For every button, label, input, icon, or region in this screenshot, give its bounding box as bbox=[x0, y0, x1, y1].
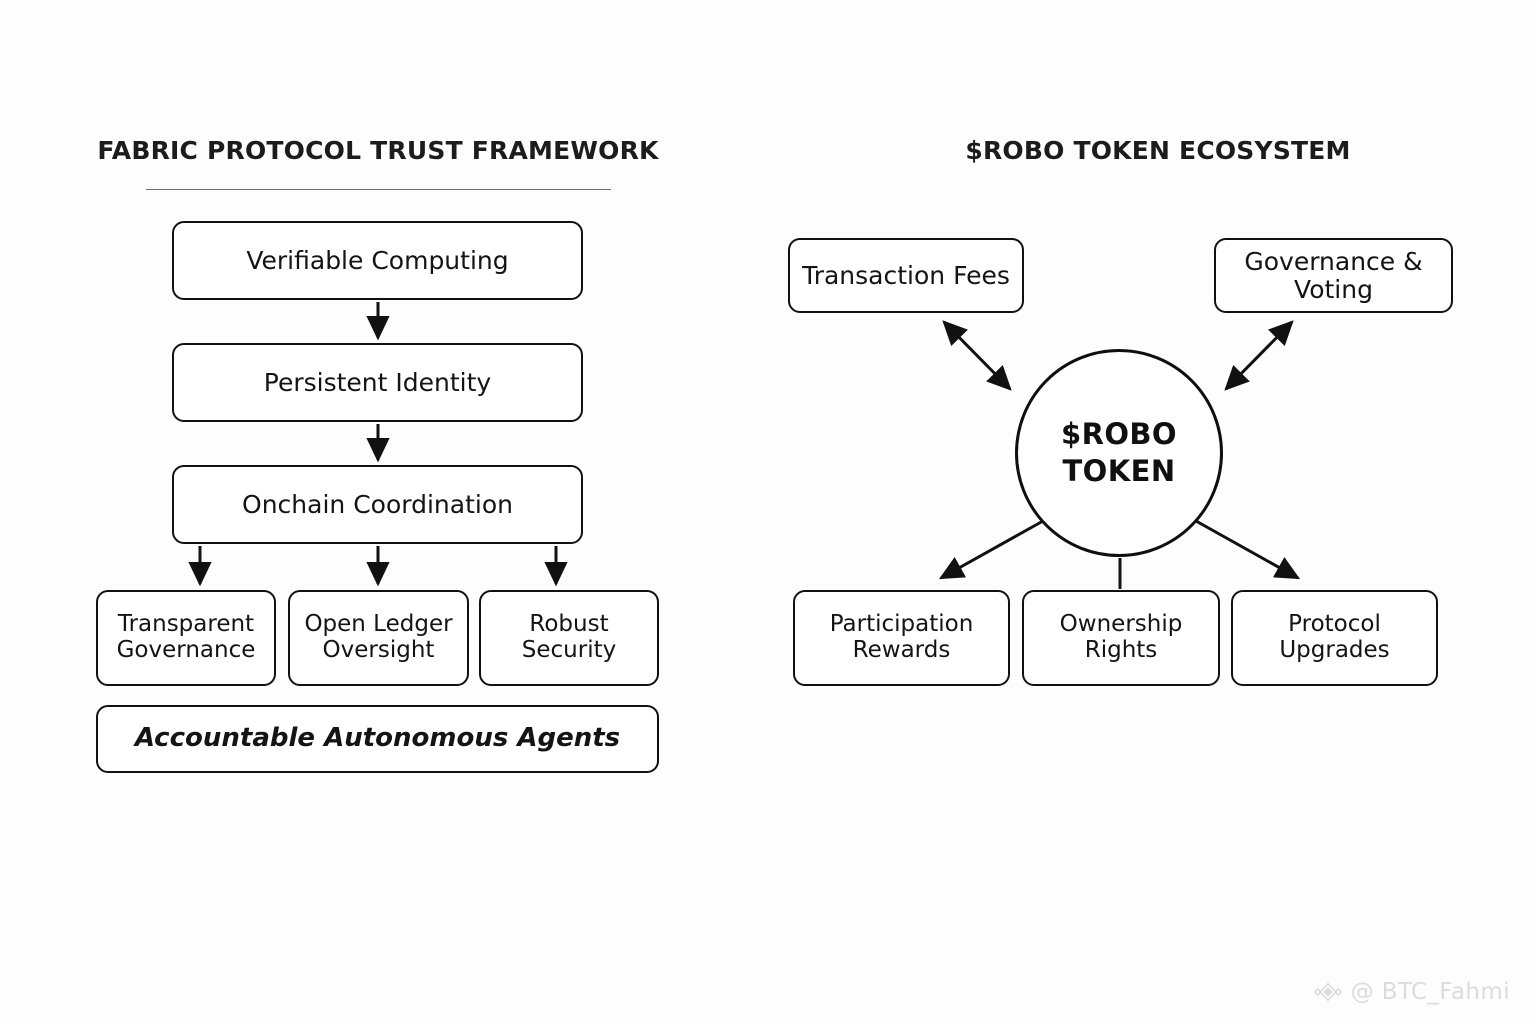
node-persistent-identity[interactable]: Persistent Identity bbox=[172, 343, 583, 422]
arrow-hub-protocol-upgrades bbox=[1195, 519, 1301, 580]
node-open-ledger-oversight[interactable]: Open Ledger Oversight bbox=[288, 590, 469, 686]
node-line-1: Transparent bbox=[117, 611, 255, 638]
node-participation-rewards[interactable]: Participation Rewards bbox=[793, 590, 1010, 686]
left-panel-title: FABRIC PROTOCOL TRUST FRAMEWORK bbox=[97, 136, 659, 165]
node-line-2: Rights bbox=[1084, 637, 1158, 663]
right-panel-title: $ROBO TOKEN ECOSYSTEM bbox=[965, 136, 1351, 165]
arrow-hub-participation-rewards bbox=[938, 519, 1044, 580]
node-line-1: Protocol bbox=[1288, 611, 1381, 638]
node-protocol-upgrades[interactable]: Protocol Upgrades bbox=[1231, 590, 1438, 686]
node-line-2: Governance bbox=[116, 637, 256, 663]
node-line-1: Open Ledger bbox=[304, 611, 453, 638]
node-ownership-rights[interactable]: Ownership Rights bbox=[1022, 590, 1220, 686]
node-accountable-autonomous-agents[interactable]: Accountable Autonomous Agents bbox=[96, 705, 659, 773]
watermark: @ BTC_Fahmi bbox=[1313, 978, 1510, 1006]
hub-line-1: $ROBO bbox=[1061, 416, 1177, 451]
arrow-hub-governance-voting bbox=[1224, 320, 1294, 391]
node-line-2: Upgrades bbox=[1279, 637, 1390, 663]
node-governance-voting[interactable]: Governance & Voting bbox=[1214, 238, 1453, 313]
node-line-1: Participation bbox=[829, 611, 974, 638]
binance-diamond-icon bbox=[1313, 978, 1342, 1006]
arrow-hub-transaction-fees bbox=[942, 320, 1012, 391]
node-robust-security[interactable]: Robust Security bbox=[479, 590, 659, 686]
node-verifiable-computing[interactable]: Verifiable Computing bbox=[172, 221, 583, 300]
node-transparent-governance[interactable]: Transparent Governance bbox=[96, 590, 276, 686]
node-onchain-coordination[interactable]: Onchain Coordination bbox=[172, 465, 583, 544]
hub-line-2: TOKEN bbox=[1062, 454, 1176, 488]
node-line-1: Robust bbox=[529, 611, 609, 638]
node-transaction-fees[interactable]: Transaction Fees bbox=[788, 238, 1024, 313]
watermark-handle: @ BTC_Fahmi bbox=[1350, 979, 1510, 1005]
node-line-2: Rewards bbox=[852, 637, 951, 663]
left-panel-title-rule bbox=[146, 189, 611, 190]
node-line-2: Security bbox=[521, 637, 617, 663]
hub-robo-token[interactable]: $ROBO TOKEN bbox=[1015, 349, 1223, 557]
node-line-1: Ownership bbox=[1059, 611, 1183, 638]
node-line-2: Oversight bbox=[322, 637, 435, 663]
